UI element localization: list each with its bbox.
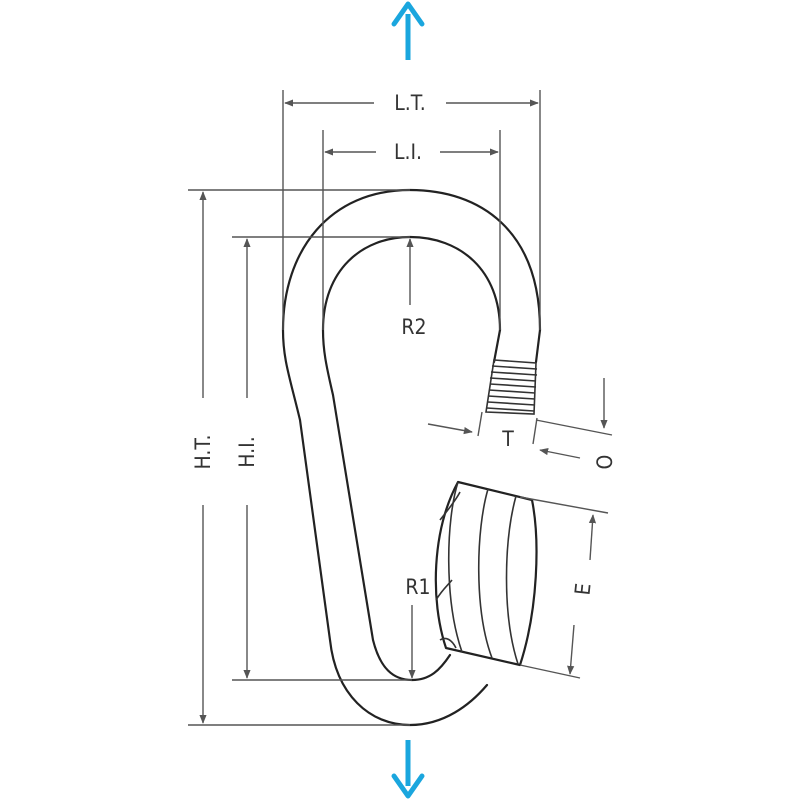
label-thread: T <box>501 427 514 451</box>
arrow-down-icon <box>391 740 425 799</box>
label-total-length: L.T. <box>394 91 426 115</box>
label-inner-height: H.I. <box>235 436 259 467</box>
hex-nut <box>434 480 538 667</box>
gate-upper-stub <box>492 328 542 364</box>
label-radius-bottom: R1 <box>405 575 430 599</box>
arrow-up-icon <box>391 1 425 60</box>
label-radius-top: R2 <box>401 315 426 339</box>
extension-lines <box>188 90 613 726</box>
label-total-height: H.T. <box>191 435 215 470</box>
dimension-nut-length <box>567 514 597 675</box>
label-opening: O <box>593 455 617 470</box>
label-nut-length: E <box>570 582 595 596</box>
label-inner-length: L.I. <box>394 140 422 164</box>
thread-section <box>485 359 538 415</box>
dimension-thread <box>427 423 581 459</box>
